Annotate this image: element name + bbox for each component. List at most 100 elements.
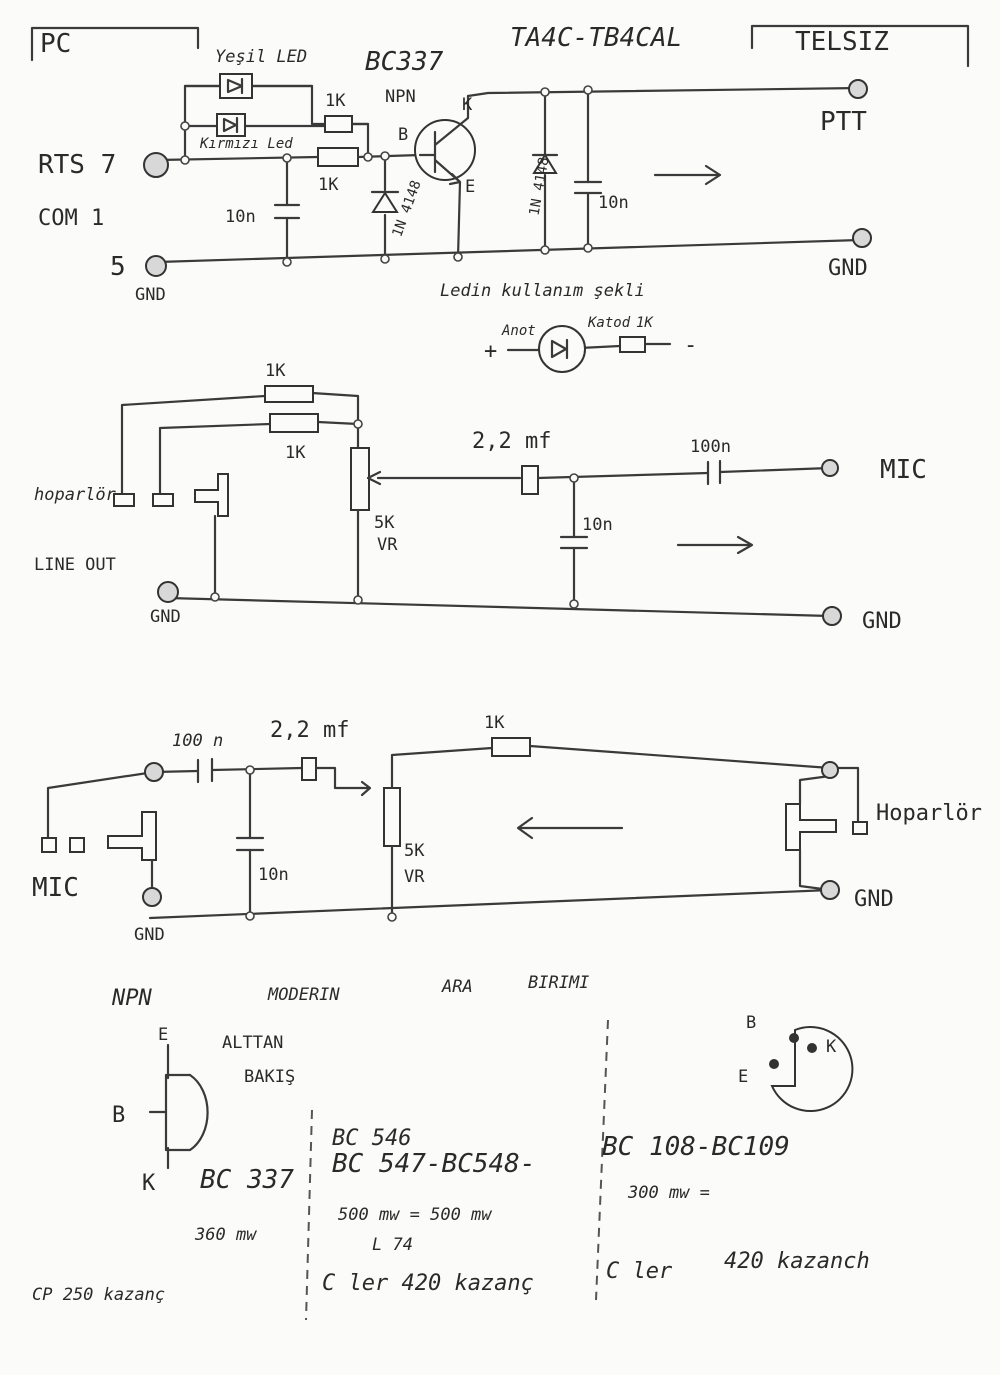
mic-jack bbox=[107, 811, 157, 861]
power-300-label: 300 mw = bbox=[627, 1183, 710, 1203]
resistor-1k-base bbox=[317, 147, 359, 167]
bottom-pin-b-label: B bbox=[112, 1103, 125, 1128]
led-usage: Ledin kullanım şekli Anot Katod 1K + - bbox=[440, 281, 697, 373]
electrolytic-2-2mf bbox=[301, 757, 317, 781]
hoparlor-label: Hoparlör bbox=[876, 801, 982, 826]
plus-label: + bbox=[484, 339, 497, 364]
gnd-terminal-speaker bbox=[820, 880, 840, 900]
gnd-terminal-pc bbox=[157, 581, 179, 603]
led-resistor-label: 1K bbox=[636, 315, 654, 331]
l74-label: L 74 bbox=[372, 1235, 413, 1255]
bc547-548-label: BC 547-BC548- bbox=[332, 1149, 536, 1179]
capacitor-10n-right bbox=[573, 180, 603, 195]
resistor-1k-top bbox=[264, 385, 314, 403]
pin-e-label: E bbox=[465, 177, 475, 197]
cap-left-label: 10n bbox=[225, 207, 256, 227]
led-example-resistor bbox=[619, 336, 646, 353]
pot-label: 5K bbox=[374, 513, 395, 533]
capacitor-100n bbox=[706, 459, 722, 486]
cap-series-label: 100 n bbox=[172, 731, 223, 751]
katot-label: Katod bbox=[587, 315, 631, 331]
mic-label: MIC bbox=[880, 455, 927, 485]
notes-title-word-3: BIRIMI bbox=[528, 973, 589, 993]
capacitor-10n bbox=[559, 535, 589, 550]
bottom-pin-e-label: E bbox=[158, 1025, 168, 1045]
bc546-label: BC 546 bbox=[332, 1126, 411, 1151]
com-label: COM 1 bbox=[38, 206, 104, 231]
rx-audio-circuit: 100 n 2,2 mf 1K 10n 5K VR MIC GND Hoparl… bbox=[32, 713, 982, 945]
speaker-jack bbox=[785, 803, 837, 851]
gnd-terminal-radio-tx bbox=[822, 606, 842, 626]
mic-terminal bbox=[821, 459, 839, 477]
cler-420-label: C ler 420 kazanç bbox=[322, 1271, 534, 1296]
ptt-circuit: Yeşil LED Kırmızı Led BC337 NPN 1K 1K RT… bbox=[38, 47, 872, 305]
pin-k-label: K bbox=[462, 95, 473, 115]
bc108-109-label: BC 108-BC109 bbox=[602, 1132, 790, 1162]
resistor-1k bbox=[491, 737, 531, 757]
elko-label: 2,2 mf bbox=[472, 429, 551, 454]
anot-label: Anot bbox=[501, 323, 536, 339]
led-example-symbol bbox=[538, 325, 586, 373]
elko-label: 2,2 mf bbox=[270, 718, 349, 743]
capacitor-10n bbox=[235, 836, 265, 852]
telsiz-label: TELSIZ bbox=[795, 27, 889, 57]
notes-title-word-1: MODERIN bbox=[267, 985, 340, 1005]
minus-label: - bbox=[684, 333, 697, 358]
divider-1 bbox=[305, 1109, 313, 1321]
potentiometer-5k bbox=[383, 787, 401, 847]
direction-arrow-right bbox=[653, 164, 722, 186]
header: PC TA4C-TB4CAL TELSIZ bbox=[30, 23, 970, 68]
cap-shunt-label: 10n bbox=[582, 515, 613, 535]
gnd-left-label: GND bbox=[134, 925, 165, 945]
npn-label: NPN bbox=[385, 87, 416, 107]
gnd-left-label: GND bbox=[150, 607, 181, 627]
alttan-label: ALTTAN bbox=[222, 1033, 283, 1053]
resistor-base-label: 1K bbox=[318, 175, 339, 195]
resistor-1k-second bbox=[269, 413, 319, 433]
cap-right-label: 10n bbox=[598, 193, 629, 213]
notes: NPN MODERIN ARA BIRIMI E B K ALTTAN BAKI… bbox=[32, 973, 870, 1321]
transistor-bc337 bbox=[414, 94, 476, 260]
green-led-symbol bbox=[219, 73, 253, 99]
power-360-label: 360 mw bbox=[194, 1225, 257, 1245]
hoparlor-label: hoparlör bbox=[34, 485, 117, 505]
electrolytic-2-2mf bbox=[521, 465, 539, 495]
red-led-label: Kırmızı Led bbox=[199, 136, 293, 152]
cp250-label: CP 250 kazanç bbox=[32, 1285, 165, 1305]
gnd-terminal-mic bbox=[142, 887, 162, 907]
gnd-terminal-radio bbox=[852, 228, 872, 248]
line-out-label: LINE OUT bbox=[34, 555, 116, 575]
bottom-pin-k-label: K bbox=[142, 1171, 156, 1196]
line-out-jack bbox=[194, 473, 229, 517]
diode2-label: 1N 4148 bbox=[527, 156, 553, 217]
gnd-left-label: GND bbox=[135, 285, 166, 305]
pc-label: PC bbox=[40, 29, 71, 59]
direction-arrow-right bbox=[676, 535, 754, 555]
capacitor-100n bbox=[196, 757, 214, 784]
kazanch-420-label: 420 kazanch bbox=[724, 1249, 870, 1274]
resistor-top-label: 1K bbox=[325, 91, 346, 111]
tx-audio-circuit: 1K 1K hoparlör LINE OUT GND 5K VR 2,2 mf… bbox=[34, 361, 927, 634]
led-usage-title: Ledin kullanım şekli bbox=[440, 281, 645, 301]
potentiometer-5k bbox=[350, 447, 370, 511]
cap-shunt-label: 10n bbox=[258, 865, 289, 885]
callsign-label: TA4C-TB4CAL bbox=[510, 23, 682, 53]
to92-e-label: E bbox=[738, 1067, 748, 1087]
pin-b-label: B bbox=[398, 125, 408, 145]
transistor-label: BC337 bbox=[365, 47, 444, 77]
pot-type-label: VR bbox=[404, 867, 425, 887]
mic-input-terminal bbox=[144, 762, 164, 782]
to92-pin-diagram bbox=[769, 1026, 854, 1113]
gnd-right-label: GND bbox=[862, 609, 902, 634]
red-led-symbol bbox=[216, 113, 246, 137]
transistor-bottom-view bbox=[148, 1043, 209, 1170]
r-top-label: 1K bbox=[265, 361, 286, 381]
pot-type-label: VR bbox=[377, 535, 398, 555]
to92-k-label: K bbox=[826, 1037, 837, 1057]
to92-b-label: B bbox=[746, 1013, 756, 1033]
pin5-label: 5 bbox=[110, 252, 126, 282]
ptt-label: PTT bbox=[820, 107, 867, 137]
gnd-terminal-com bbox=[145, 255, 167, 277]
resistor-label: 1K bbox=[484, 713, 505, 733]
